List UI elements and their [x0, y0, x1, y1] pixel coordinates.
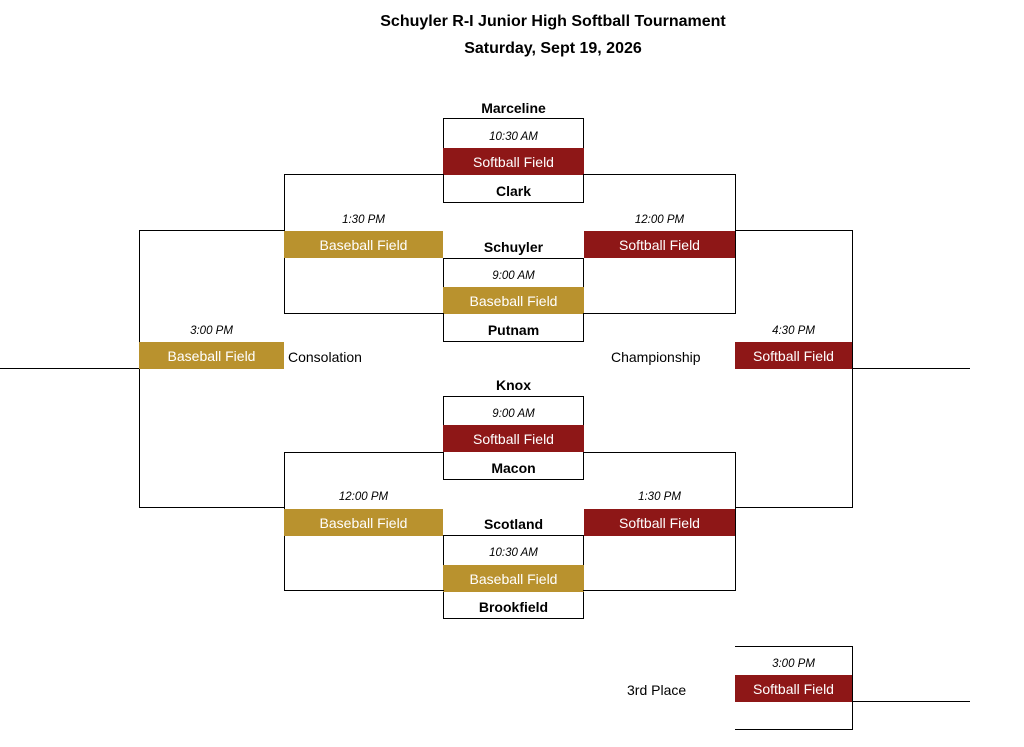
third-place-label: 3rd Place: [627, 682, 687, 698]
bracket-line: [735, 174, 736, 313]
bracket-line: [735, 452, 736, 591]
bracket-line: [852, 701, 970, 702]
game-time: 12:00 PM: [338, 491, 389, 503]
page-date: Saturday, Sept 19, 2026: [464, 40, 642, 57]
field-baseball: Baseball Field: [443, 287, 584, 314]
field-baseball: Baseball Field: [284, 509, 443, 536]
bracket-line: [443, 396, 584, 397]
bracket-line: [139, 507, 285, 508]
bracket-line: [735, 230, 853, 231]
bracket-line: [443, 258, 584, 259]
game-time: 1:30 PM: [342, 214, 385, 226]
game-time: 9:00 AM: [492, 408, 535, 420]
game-time: 1:30 PM: [638, 491, 681, 503]
bracket-line: [583, 174, 736, 175]
bracket-line: [443, 341, 584, 342]
bracket-line: [735, 729, 853, 730]
bracket-line: [583, 590, 736, 591]
bracket-line: [443, 202, 584, 203]
team-putnam: Putnam: [487, 322, 540, 338]
page-title: Schuyler R-I Junior High Softball Tourna…: [380, 13, 726, 30]
field-baseball: Baseball Field: [139, 342, 284, 369]
bracket-line: [284, 452, 444, 453]
bracket-line: [735, 646, 853, 647]
team-schuyler: Schuyler: [483, 239, 544, 255]
bracket-line: [443, 479, 584, 480]
field-baseball: Baseball Field: [284, 231, 443, 258]
game-time: 10:30 AM: [489, 131, 538, 143]
bracket-line: [284, 174, 444, 175]
team-marceline: Marceline: [481, 100, 546, 116]
team-scotland: Scotland: [483, 516, 544, 532]
bracket-line: [735, 507, 853, 508]
bracket-line: [852, 230, 853, 508]
game-time: 3:00 PM: [190, 325, 233, 337]
game-time: 10:30 AM: [489, 547, 538, 559]
field-softball: Softball Field: [584, 509, 735, 536]
bracket-line: [852, 646, 853, 730]
bracket-line: [583, 313, 736, 314]
field-baseball: Baseball Field: [443, 565, 584, 592]
championship-label: Championship: [611, 349, 701, 365]
team-clark: Clark: [495, 183, 532, 199]
field-softball: Softball Field: [443, 425, 584, 452]
field-softball: Softball Field: [443, 148, 584, 175]
consolation-label: Consolation: [288, 349, 362, 365]
bracket-line: [139, 230, 140, 508]
bracket-line: [284, 313, 444, 314]
game-time: 3:00 PM: [772, 658, 815, 670]
team-macon: Macon: [491, 460, 536, 476]
game-time: 12:00 PM: [634, 214, 685, 226]
bracket-line: [0, 368, 140, 369]
bracket-line: [443, 618, 584, 619]
game-time: 9:00 AM: [492, 270, 535, 282]
bracket-line: [284, 590, 444, 591]
bracket-line: [443, 118, 584, 119]
bracket-line: [443, 535, 584, 536]
bracket-line: [139, 230, 285, 231]
bracket-line: [852, 368, 970, 369]
field-softball: Softball Field: [735, 675, 852, 702]
field-softball: Softball Field: [584, 231, 735, 258]
bracket-line: [583, 452, 736, 453]
field-softball: Softball Field: [735, 342, 852, 369]
team-knox: Knox: [496, 377, 531, 393]
team-brookfield: Brookfield: [478, 599, 549, 615]
game-time: 4:30 PM: [772, 325, 815, 337]
